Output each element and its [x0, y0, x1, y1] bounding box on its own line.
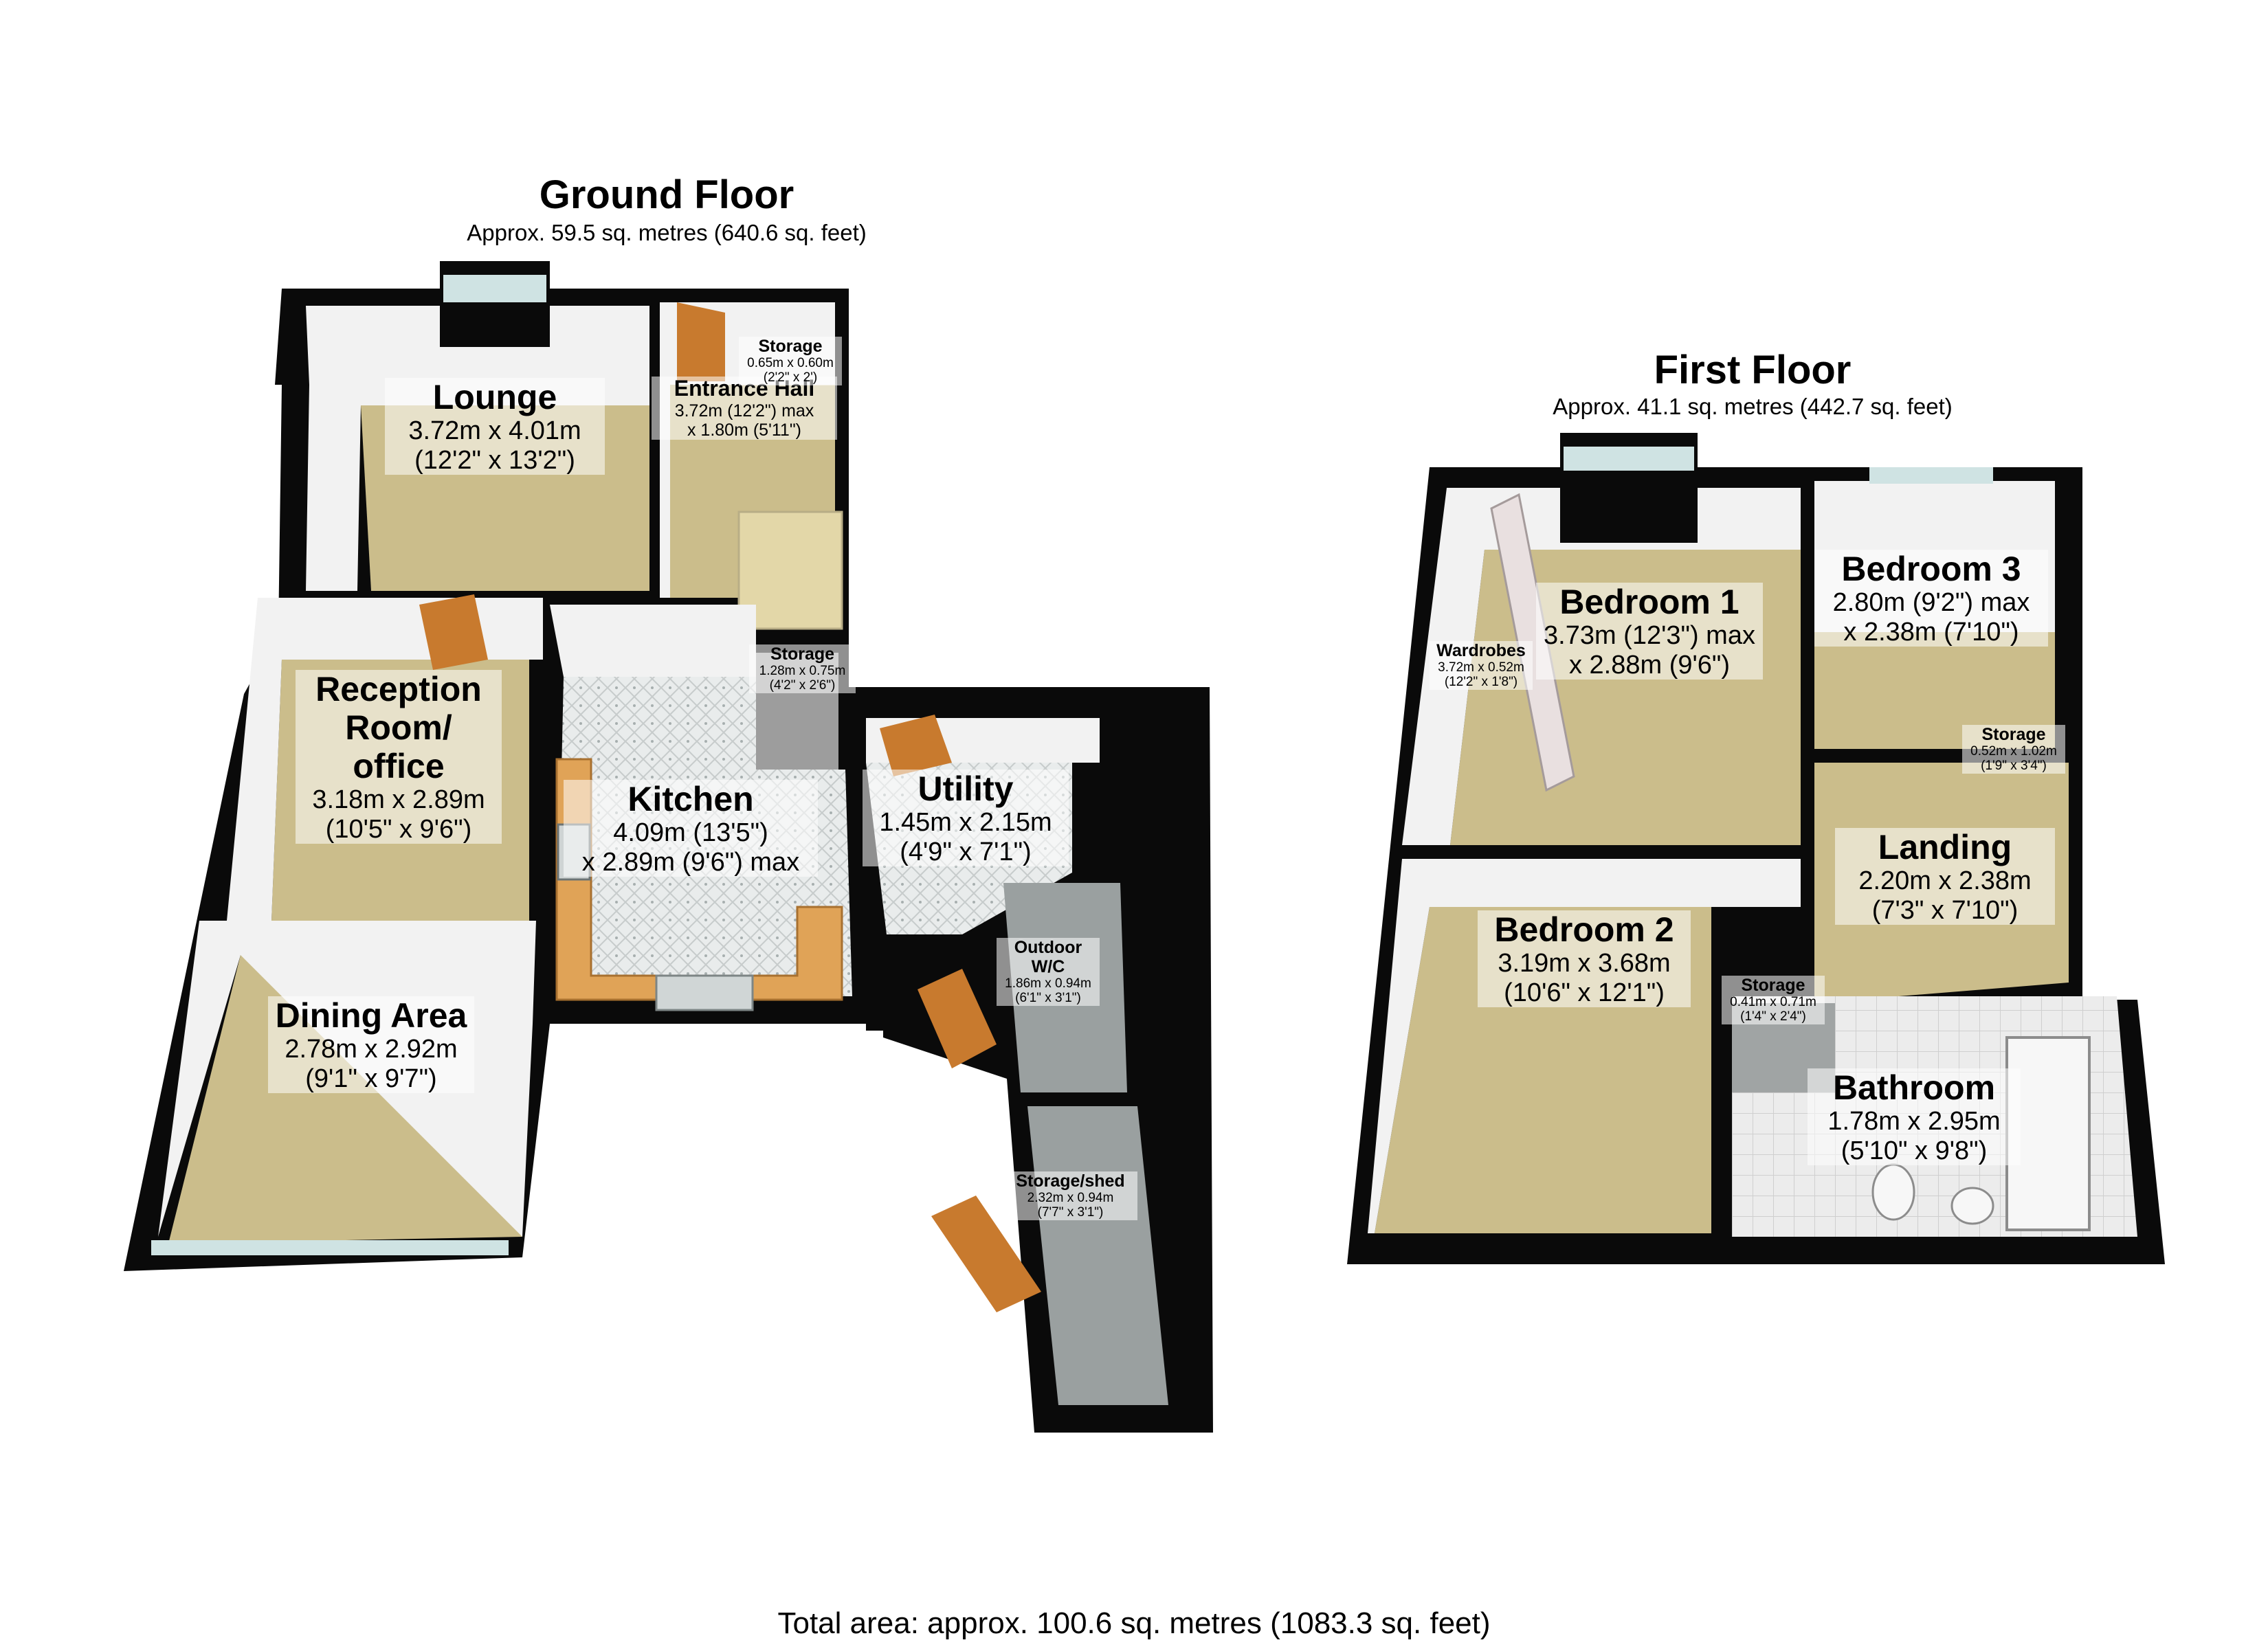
bedroom-1-walls: [1402, 488, 1801, 845]
room-label-utility: Utility 1.45m x 2.15m (4'9" x 7'1"): [863, 770, 1069, 867]
room-label-bedroom-1: Bedroom 1 3.73m (12'3") max x 2.88m (9'6…: [1536, 583, 1763, 680]
room-dimensions-imperial: (5'10" x 9'8"): [1841, 1136, 1988, 1165]
room-label-storage-kitchen: Storage 1.28m x 0.75m (4'2" x 2'6"): [749, 644, 856, 693]
room-label-landing: Landing 2.20m x 2.38m (7'3" x 7'10"): [1835, 828, 2055, 926]
room-name: Storage: [1981, 725, 2046, 744]
lounge-bay-window: [443, 275, 546, 302]
bedroom-3-floor: [1814, 632, 2055, 749]
room-dimensions: 3.72m x 4.01m: [408, 416, 581, 445]
bedroom-2-walls: [1368, 859, 1801, 1233]
reception-room-walls: [227, 598, 543, 921]
room-dimensions: 2.20m x 2.38m: [1858, 866, 2032, 895]
kitchen-sink: [655, 974, 754, 1011]
room-label-outdoor-wc: Outdoor W/C 1.86m x 0.94m (6'1" x 3'1"): [997, 938, 1100, 1006]
room-name: Bathroom: [1832, 1068, 1996, 1107]
room-name: Storage: [770, 644, 835, 664]
room-label-storage-hall: Storage 0.65m x 0.60m (2'2" x 2'): [739, 337, 842, 385]
room-dimensions-imperial: (2'2" x 2'): [763, 370, 818, 385]
room-dimensions-imperial: (7'7" x 3'1"): [1037, 1205, 1104, 1220]
ground-floor-title: Ground Floor: [539, 172, 794, 217]
lounge-reception-door: [419, 594, 488, 670]
room-dimensions-imperial: (1'9" x 3'4"): [1981, 759, 2047, 774]
room-name: Storage: [758, 337, 823, 356]
room-label-storage-shed: Storage/shed 2.32m x 0.94m (7'7" x 3'1"): [1003, 1171, 1137, 1220]
room-label-storage-landing: Storage 0.52m x 1.02m (1'9" x 3'4"): [1962, 725, 2065, 774]
room-label-bathroom: Bathroom 1.78m x 2.95m (5'10" x 9'8"): [1808, 1068, 2021, 1166]
room-dimensions: 1.45m x 2.15m: [879, 808, 1052, 837]
washbasin: [1950, 1187, 1994, 1225]
toilet: [1871, 1163, 1915, 1221]
room-name: Wardrobes: [1436, 641, 1526, 660]
room-dimensions: 0.41m x 0.71m: [1730, 995, 1816, 1009]
room-label-kitchen: Kitchen 4.09m (13'5") x 2.89m (9'6") max: [564, 780, 818, 877]
room-dimensions: 3.72m x 0.52m: [1438, 660, 1524, 675]
room-dimensions-imperial: x 2.38m (7'10"): [1843, 617, 2019, 647]
kitchen-walls: [550, 605, 756, 677]
bedroom-3-window: [1869, 467, 1993, 484]
room-dimensions-imperial: (10'5" x 9'6"): [325, 814, 472, 844]
room-dimensions-imperial: (4'2" x 2'6"): [769, 678, 836, 693]
room-name: Landing: [1878, 828, 2012, 866]
room-dimensions: 1.78m x 2.95m: [1827, 1107, 2001, 1136]
room-label-entrance-hall: Entrance Hall 3.72m (12'2") max x 1.80m …: [652, 376, 837, 440]
room-dimensions-imperial: (12'2" x 1'8"): [1444, 675, 1518, 690]
room-dimensions: 3.18m x 2.89m: [312, 785, 485, 814]
room-dimensions: 0.52m x 1.02m: [1970, 744, 2057, 759]
first-floor-title: First Floor: [1654, 348, 1852, 392]
room-dimensions: 1.28m x 0.75m: [759, 664, 846, 678]
room-dimensions-imperial: (1'4" x 2'4"): [1740, 1009, 1806, 1024]
room-dimensions-imperial: (4'9" x 7'1"): [900, 837, 1032, 866]
room-label-lounge: Lounge 3.72m x 4.01m (12'2" x 13'2"): [385, 378, 605, 475]
dining-window: [151, 1240, 509, 1255]
room-label-bedroom-3: Bedroom 3 2.80m (9'2") max x 2.38m (7'10…: [1814, 550, 2048, 647]
room-dimensions: 3.72m (12'2") max: [674, 401, 814, 420]
room-name: Bedroom 2: [1494, 910, 1674, 949]
room-dimensions-imperial: x 2.89m (9'6") max: [581, 847, 800, 877]
room-dimensions: 0.65m x 0.60m: [747, 356, 834, 370]
bedroom-1-window: [1564, 447, 1694, 471]
front-door: [677, 302, 725, 381]
room-name: Bedroom 1: [1559, 583, 1739, 621]
first-floor-area: Approx. 41.1 sq. metres (442.7 sq. feet): [1553, 394, 1953, 419]
room-name: Storage: [1741, 976, 1805, 995]
bath: [2005, 1036, 2091, 1231]
room-dimensions: 1.86m x 0.94m: [1005, 976, 1091, 991]
room-dimensions-imperial: (10'6" x 12'1"): [1504, 978, 1665, 1007]
room-label-wardrobes: Wardrobes 3.72m x 0.52m (12'2" x 1'8"): [1430, 641, 1533, 690]
room-dimensions: 2.32m x 0.94m: [1027, 1191, 1114, 1205]
room-label-storage-bathroom: Storage 0.41m x 0.71m (1'4" x 2'4"): [1722, 976, 1825, 1024]
room-dimensions-imperial: x 2.88m (9'6"): [1568, 650, 1731, 680]
total-area: Total area: approx. 100.6 sq. metres (10…: [777, 1606, 1491, 1640]
room-dimensions-imperial: (6'1" x 3'1"): [1015, 991, 1081, 1006]
room-dimensions-imperial: x 1.80m (5'11"): [687, 420, 802, 440]
wc-door: [918, 969, 997, 1068]
room-dimensions-imperial: (9'1" x 9'7"): [305, 1064, 437, 1093]
room-name: Outdoor W/C: [1014, 938, 1082, 976]
wardrobe-doors: [1490, 493, 1575, 792]
room-dimensions: 2.78m x 2.92m: [285, 1035, 458, 1064]
room-name: Kitchen: [627, 780, 754, 818]
room-name: Utility: [918, 770, 1014, 808]
room-dimensions: 3.73m (12'3") max: [1544, 621, 1755, 650]
room-name: Dining Area: [275, 996, 467, 1035]
utility-door: [880, 715, 952, 776]
shed-door: [931, 1196, 1041, 1312]
ground-floor-area: Approx. 59.5 sq. metres (640.6 sq. feet): [467, 220, 867, 245]
room-name: Storage/shed: [1016, 1171, 1125, 1191]
room-name: Bedroom 3: [1841, 550, 2021, 588]
room-dimensions: 4.09m (13'5"): [613, 818, 768, 847]
room-name: Reception Room/ office: [315, 670, 482, 785]
lounge-wall-faces: [306, 306, 649, 591]
room-dimensions: 3.19m x 3.68m: [1498, 949, 1671, 978]
room-dimensions: 2.80m (9'2") max: [1832, 588, 2030, 617]
room-name: Lounge: [432, 378, 557, 416]
room-label-reception-room: Reception Room/ office 3.18m x 2.89m (10…: [296, 670, 502, 844]
room-label-bedroom-2: Bedroom 2 3.19m x 3.68m (10'6" x 12'1"): [1478, 910, 1691, 1008]
room-label-dining-area: Dining Area 2.78m x 2.92m (9'1" x 9'7"): [268, 996, 474, 1094]
room-dimensions-imperial: (12'2" x 13'2"): [414, 445, 575, 475]
room-dimensions-imperial: (7'3" x 7'10"): [1871, 895, 2019, 925]
